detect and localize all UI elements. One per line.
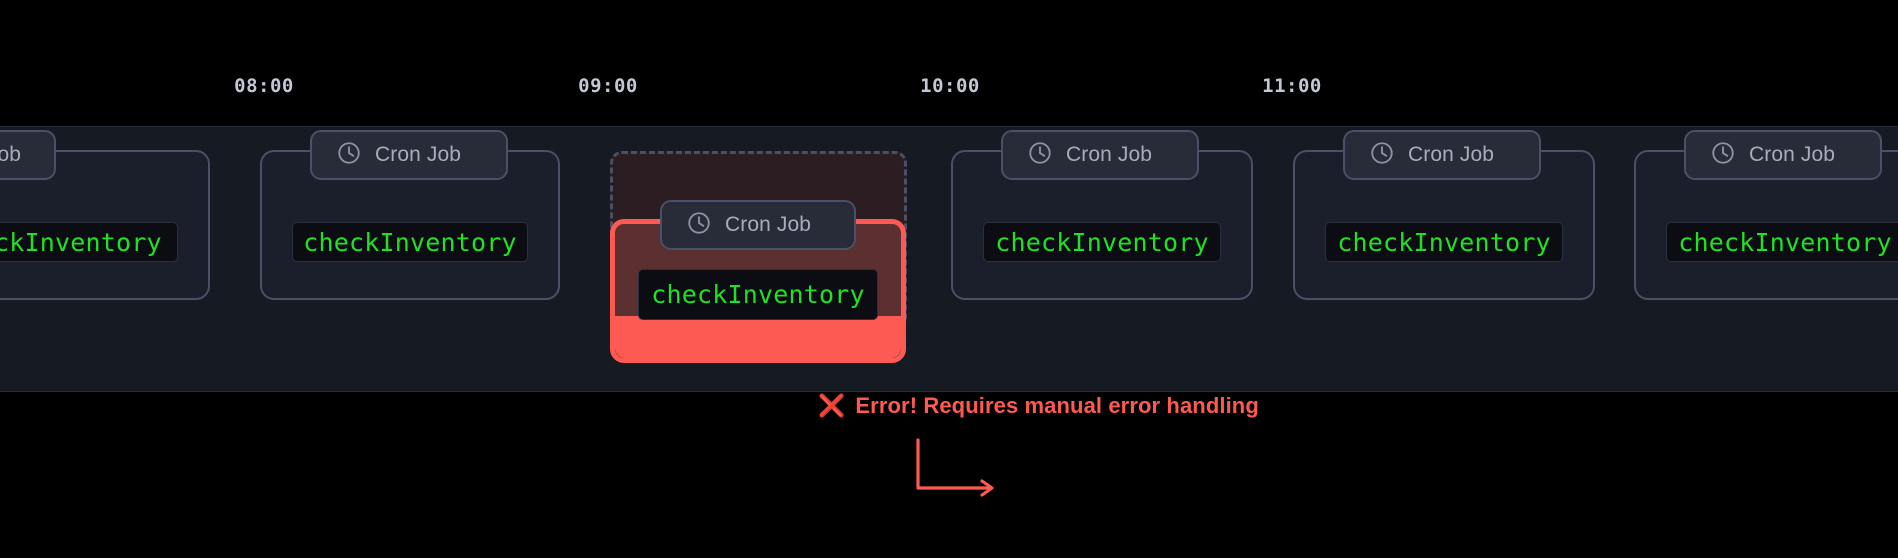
- cron-job-pill-label: Cron Job: [1408, 143, 1495, 166]
- job-code-box: checkInventory: [983, 222, 1221, 262]
- cron-job-pill[interactable]: Cron Job: [310, 130, 508, 180]
- cron-job-card[interactable]: checkInventory: [260, 150, 560, 300]
- job-code-box: checkInventory: [292, 222, 528, 262]
- clock-icon: [336, 140, 362, 171]
- job-code-box: checkInventory: [0, 222, 178, 262]
- clock-icon: [1369, 140, 1395, 171]
- job-code-label: checkInventory: [995, 227, 1209, 257]
- error-annotation: ❌ Error! Requires manual error handling: [818, 393, 1259, 419]
- cron-job-pill[interactable]: Cron Job: [1684, 130, 1882, 180]
- cron-job-pill-label: Cron Job: [1066, 143, 1153, 166]
- cron-job-pill-label: Cron Job: [375, 143, 462, 166]
- cron-job-card[interactable]: checkInventory: [0, 150, 210, 300]
- error-cross-icon: ❌: [818, 393, 846, 418]
- time-tick-2: 10:00: [920, 75, 980, 97]
- clock-icon: [1710, 140, 1736, 171]
- cron-job-pill-error[interactable]: Cron Job: [660, 200, 856, 250]
- cron-job-pill-label: Cron Job: [1749, 143, 1836, 166]
- job-code-label: checkInventory: [0, 227, 162, 257]
- job-code-label: checkInventory: [651, 280, 865, 309]
- job-code-box: checkInventory: [638, 269, 878, 320]
- time-tick-0: 08:00: [234, 75, 294, 97]
- clock-icon: [686, 210, 712, 241]
- cron-job-pill-label: Cron Job: [0, 143, 22, 166]
- time-tick-3: 11:00: [1262, 75, 1322, 97]
- job-code-box: checkInventory: [1666, 222, 1898, 262]
- cron-job-pill[interactable]: Cron Job: [1343, 130, 1541, 180]
- error-fill: [615, 316, 901, 358]
- job-code-box: checkInventory: [1325, 222, 1563, 262]
- cron-job-pill[interactable]: Cron Job: [1001, 130, 1199, 180]
- time-tick-1: 09:00: [578, 75, 638, 97]
- job-code-label: checkInventory: [303, 227, 517, 257]
- cron-job-pill-label: Cron Job: [725, 213, 812, 236]
- annotation-arrow: [916, 438, 994, 497]
- error-annotation-text: Error! Requires manual error handling: [855, 393, 1259, 418]
- cron-job-pill[interactable]: Cron Job: [0, 130, 56, 180]
- clock-icon: [1027, 140, 1053, 171]
- timeline-ruler: 08:00 09:00 10:00 11:00: [0, 0, 1898, 126]
- cron-job-card-error[interactable]: checkInventory: [610, 219, 906, 363]
- job-code-label: checkInventory: [1678, 227, 1892, 257]
- job-code-label: checkInventory: [1337, 227, 1551, 257]
